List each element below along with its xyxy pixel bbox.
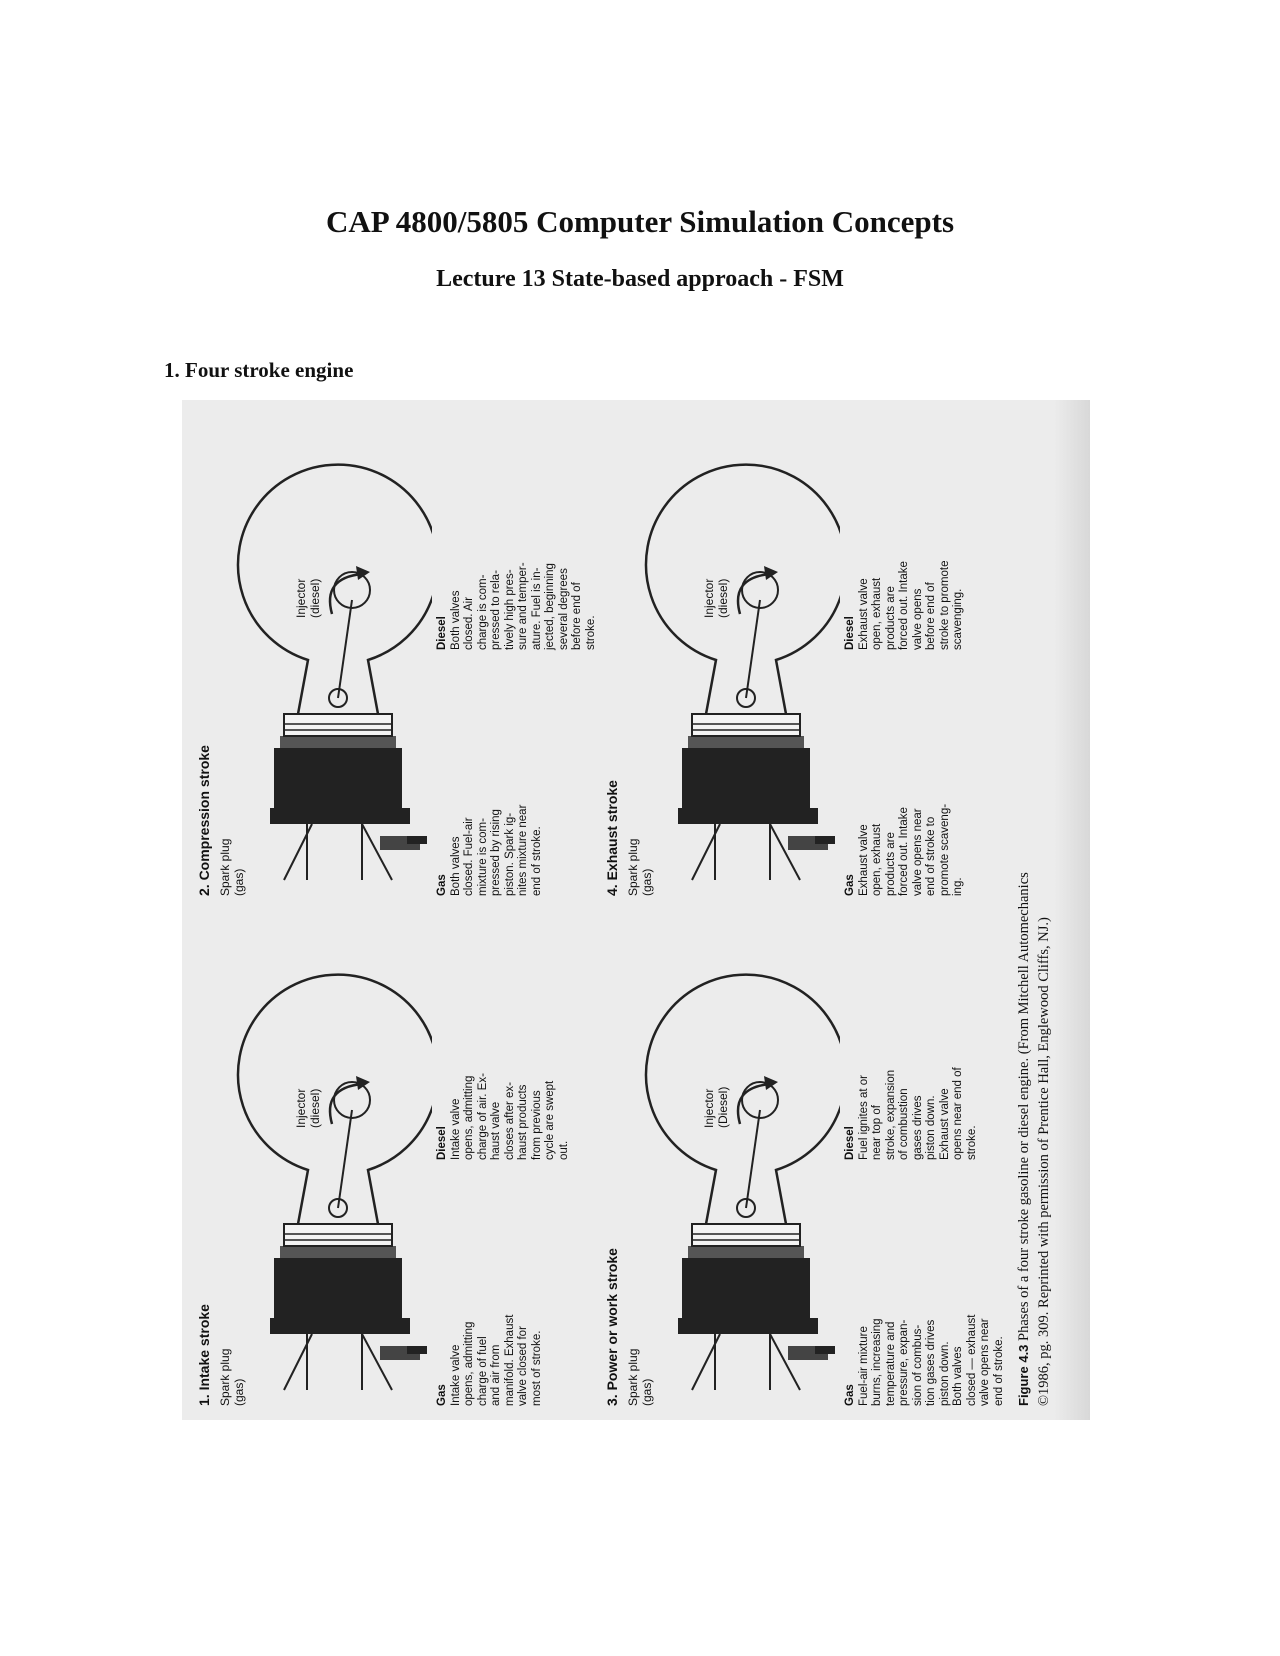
figure-caption: Figure 4.3 Phases of a four stroke gasol… <box>1014 416 1054 1406</box>
gas-heading: Gas <box>436 1256 450 1406</box>
section-heading: 1. Four stroke engine <box>164 358 353 383</box>
page-title: CAP 4800/5805 Computer Simulation Concep… <box>0 204 1280 240</box>
gas-heading: Gas <box>844 1256 858 1406</box>
stroke-panel-4: 4. Exhaust stroke Spark plug(gas) Inject… <box>590 400 982 910</box>
engine-diagram <box>620 400 840 910</box>
page-subtitle: Lecture 13 State-based approach - FSM <box>0 266 1280 293</box>
gas-heading: Gas <box>436 746 450 896</box>
engine-diagram <box>620 910 840 1420</box>
gas-heading: Gas <box>844 746 858 896</box>
stroke-title: 4. Exhaust stroke <box>604 780 620 896</box>
diesel-heading: Diesel <box>436 1010 450 1160</box>
figure-number: Figure 4.3 <box>1016 1345 1031 1406</box>
engine-figure: 1. Intake stroke Spark plug(gas) Injecto… <box>182 400 1090 1420</box>
rotated-figure: 1. Intake stroke Spark plug(gas) Injecto… <box>182 400 1090 1420</box>
stroke-title: 3. Power or work stroke <box>604 1248 620 1406</box>
stroke-panel-3: 3. Power or work stroke Spark plug(gas) … <box>590 910 982 1420</box>
diesel-heading: Diesel <box>844 500 858 650</box>
engine-diagram <box>212 910 432 1420</box>
diesel-heading: Diesel <box>436 500 450 650</box>
stroke-title: 1. Intake stroke <box>196 1304 212 1406</box>
engine-diagram <box>212 400 432 910</box>
stroke-panel-2: 2. Compression stroke Spark plug(gas) In… <box>182 400 574 910</box>
diesel-heading: Diesel <box>844 1010 858 1160</box>
stroke-panel-1: 1. Intake stroke Spark plug(gas) Injecto… <box>182 910 574 1420</box>
stroke-title: 2. Compression stroke <box>196 745 212 896</box>
